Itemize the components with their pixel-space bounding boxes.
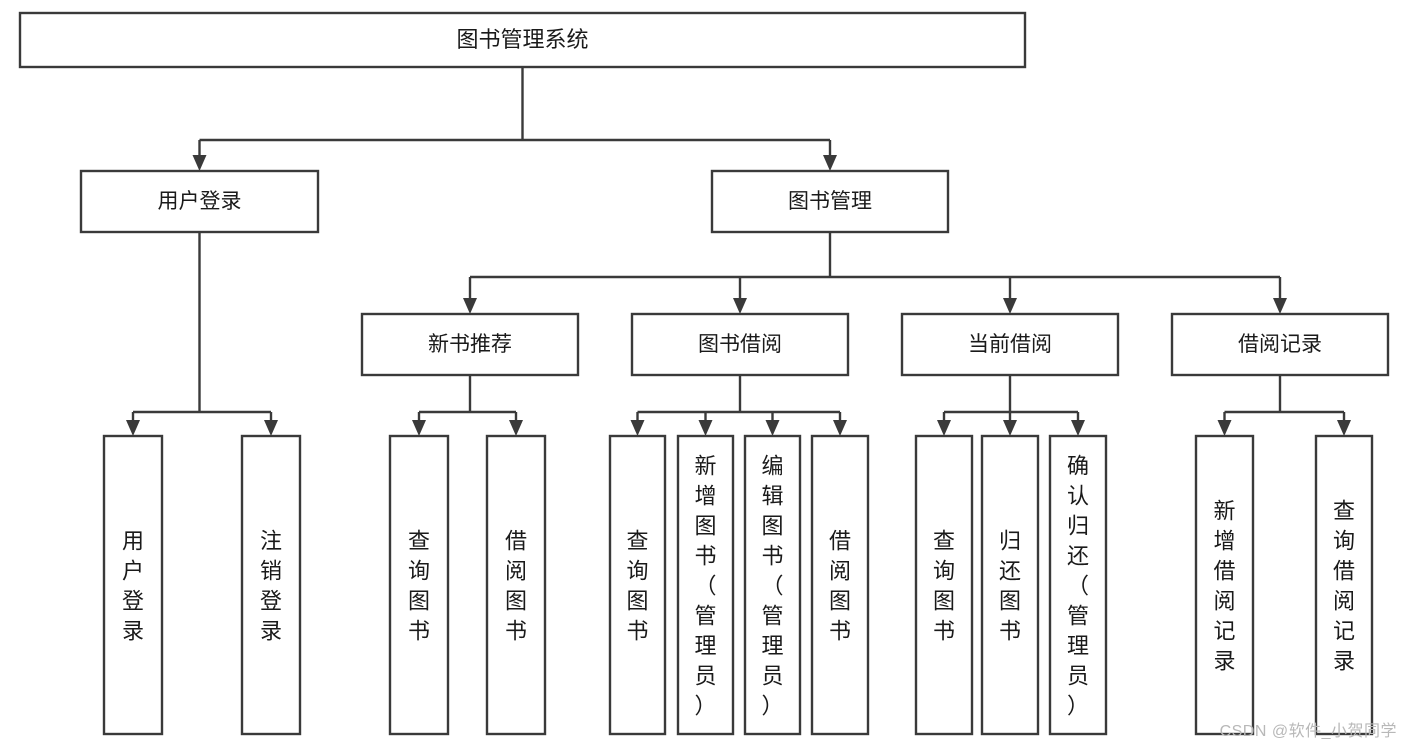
leaf-node-10-box: [1048, 434, 1108, 736]
arrow-head-icon: [1217, 420, 1232, 436]
leaf-node-5-label: 新增图书（管理员）: [694, 453, 716, 718]
level2-node-0-label: 用户登录: [158, 190, 242, 213]
level3-node-3-label: 借阅记录: [1238, 333, 1322, 356]
leaf-node-7[interactable]: 借阅图书: [810, 434, 870, 736]
leaf-node-3-label: 借阅图书: [505, 528, 527, 643]
arrow-head-icon: [733, 298, 747, 314]
arrow-head-icon: [412, 420, 426, 436]
leaf-node-4-label: 查询图书: [626, 528, 648, 643]
level3-node-1-label: 图书借阅: [698, 333, 782, 356]
arrow-head-icon: [1273, 298, 1287, 314]
leaf-node-0-box: [102, 434, 164, 736]
level3-node-2-label: 当前借阅: [968, 333, 1052, 356]
leaf-node-6-label: 编辑图书（管理员）: [761, 453, 783, 718]
leaf-node-11-label: 新增借阅记录: [1213, 498, 1235, 673]
leaf-node-3[interactable]: 借阅图书: [485, 434, 547, 736]
leaf-node-12-box: [1314, 434, 1374, 736]
arrow-head-icon: [765, 420, 780, 436]
leaf-node-11[interactable]: 新增借阅记录: [1194, 434, 1255, 736]
leaf-node-5[interactable]: 新增图书（管理员）: [676, 434, 735, 736]
leaf-node-1-box: [240, 434, 302, 736]
leaf-node-2-box: [388, 434, 450, 736]
leaf-node-9-box: [980, 434, 1040, 736]
leaf-node-8-box: [914, 434, 974, 736]
leaf-node-7-box: [810, 434, 870, 736]
level2-node-1-box: [710, 169, 950, 234]
arrow-head-icon: [509, 420, 523, 436]
arrow-head-icon: [1003, 298, 1017, 314]
level3-node-3-box: [1170, 312, 1390, 377]
level2-node-1[interactable]: 图书管理: [710, 169, 950, 234]
csdn-watermark: CSDN @软件_小贺同学: [1219, 723, 1397, 740]
arrow-head-icon: [192, 155, 207, 171]
level2-node-0-box: [79, 169, 320, 234]
leaf-node-9-label: 归还图书: [999, 528, 1021, 643]
root-node-box: [18, 11, 1027, 69]
leaf-node-4[interactable]: 查询图书: [608, 434, 667, 736]
leaf-node-3-box: [485, 434, 547, 736]
leaf-node-7-label: 借阅图书: [829, 528, 851, 643]
leaf-node-4-box: [608, 434, 667, 736]
leaf-node-9[interactable]: 归还图书: [980, 434, 1040, 736]
arrow-head-icon: [1337, 420, 1351, 436]
leaf-node-1[interactable]: 注销登录: [240, 434, 302, 736]
level3-node-0-box: [360, 312, 580, 377]
connector-layer: [126, 67, 1351, 436]
arrow-head-icon: [698, 420, 713, 436]
leaf-node-10-label: 确认归还（管理员）: [1067, 453, 1089, 718]
level3-node-1[interactable]: 图书借阅: [630, 312, 850, 377]
arrow-head-icon: [126, 420, 140, 436]
arrow-head-icon: [937, 420, 951, 436]
leaf-node-12-label: 查询借阅记录: [1333, 498, 1355, 673]
leaf-node-6-box: [743, 434, 802, 736]
leaf-node-1-label: 注销登录: [260, 528, 282, 643]
arrow-head-icon: [463, 298, 477, 314]
level3-node-0-label: 新书推荐: [428, 333, 512, 356]
leaf-node-2[interactable]: 查询图书: [388, 434, 450, 736]
level3-node-3[interactable]: 借阅记录: [1170, 312, 1390, 377]
level2-node-0[interactable]: 用户登录: [79, 169, 320, 234]
root-node[interactable]: 图书管理系统: [18, 11, 1027, 69]
leaf-node-2-label: 查询图书: [408, 528, 430, 643]
leaf-node-5-box: [676, 434, 735, 736]
level3-node-0[interactable]: 新书推荐: [360, 312, 580, 377]
level3-node-2-box: [900, 312, 1120, 377]
arrow-head-icon: [823, 155, 837, 171]
level2-node-1-label: 图书管理: [788, 190, 872, 213]
level3-node-2[interactable]: 当前借阅: [900, 312, 1120, 377]
root-node-label: 图书管理系统: [456, 27, 588, 52]
arrow-head-icon: [1071, 420, 1085, 436]
leaf-node-6[interactable]: 编辑图书（管理员）: [743, 434, 802, 736]
arrow-head-icon: [630, 420, 645, 436]
leaf-node-8-label: 查询图书: [933, 528, 955, 643]
leaf-node-11-box: [1194, 434, 1255, 736]
leaf-node-12[interactable]: 查询借阅记录: [1314, 434, 1374, 736]
arrow-head-icon: [264, 420, 278, 436]
leaf-node-0-label: 用户登录: [122, 528, 144, 643]
arrow-head-icon: [833, 420, 847, 436]
leaf-node-10[interactable]: 确认归还（管理员）: [1048, 434, 1108, 736]
node-layer: 图书管理系统用户登录图书管理新书推荐图书借阅当前借阅借阅记录用户登录注销登录查询…: [18, 11, 1390, 736]
leaf-node-8[interactable]: 查询图书: [914, 434, 974, 736]
level3-node-1-box: [630, 312, 850, 377]
arrow-head-icon: [1003, 420, 1017, 436]
leaf-node-0[interactable]: 用户登录: [102, 434, 164, 736]
